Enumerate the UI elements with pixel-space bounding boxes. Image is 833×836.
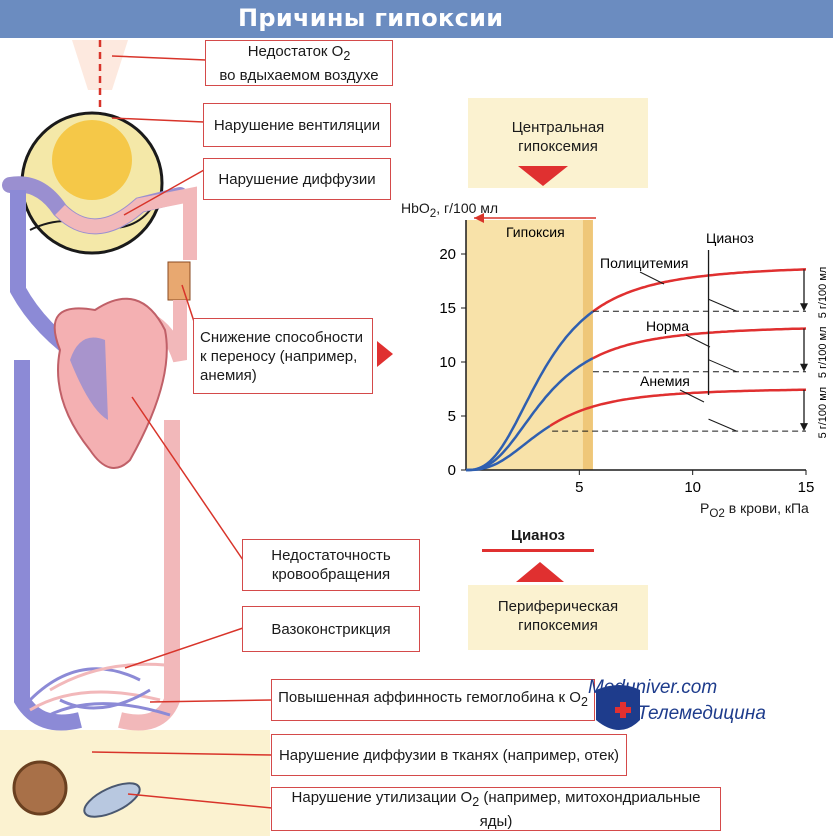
x-tick-label-5: 5 bbox=[575, 479, 583, 496]
peripheral-hypoxemia-bg bbox=[468, 585, 648, 650]
series-label-2: Анемия bbox=[640, 373, 690, 389]
y-tick-label-0: 0 bbox=[448, 462, 456, 479]
vasoconstriction-box: Вазоконстрикция bbox=[242, 606, 420, 652]
hypoxia-zone bbox=[466, 220, 593, 470]
o2-deficit-label: Недостаток O bbox=[247, 42, 344, 60]
curve-blue-2 bbox=[466, 424, 551, 472]
series-pointer-0 bbox=[639, 271, 665, 285]
pulmonary-capillary-arterial bbox=[55, 186, 197, 260]
drop-arrow-icon-2 bbox=[800, 423, 808, 432]
logo-line1: Meduniver.com bbox=[588, 677, 718, 698]
cyanosis-marker-2 bbox=[708, 418, 737, 432]
o2-deficit-box: Недостаток O2 во вдыхаемом воздухе bbox=[205, 40, 393, 86]
alveolar-air bbox=[52, 120, 132, 200]
curve-blue-0 bbox=[466, 310, 594, 472]
utilization-label: Нарушение утилизации O bbox=[291, 788, 473, 806]
circulation-box: Недостаточность кровообращения bbox=[242, 539, 420, 591]
x-tick-label-10: 10 bbox=[684, 479, 701, 496]
tissue-diffusion-box: Нарушение диффузии в тканях (например, о… bbox=[271, 734, 627, 776]
mitochondrion bbox=[83, 782, 141, 818]
tissue-cell bbox=[12, 760, 68, 816]
utilization-box: Нарушение утилизации O2 (например, митох… bbox=[271, 787, 721, 831]
central-hypoxemia-label: Центральная гипоксемия bbox=[511, 119, 605, 155]
drop-arrow-icon-1 bbox=[800, 363, 808, 372]
vasoconstriction-label: Вазоконстрикция bbox=[271, 620, 391, 638]
circulation-label: Недостаточность кровообращения bbox=[271, 547, 391, 583]
drop-arrow-label-0: 5 г/100 мл bbox=[817, 267, 829, 319]
series-pointer-2 bbox=[679, 389, 705, 403]
diffusion-box: Нарушение диффузии bbox=[203, 158, 391, 200]
transport-label: Снижение способности к переносу (наприме… bbox=[200, 328, 363, 384]
curve-blue-1 bbox=[466, 357, 594, 472]
drop-arrow-label-1: 5 г/100 мл bbox=[817, 326, 829, 378]
cyanosis-label: Цианоз bbox=[706, 230, 754, 246]
heart-right-side bbox=[70, 337, 108, 420]
affinity-label: Повышенная аффинность гемоглобина к O bbox=[278, 689, 581, 706]
cyanosis-box: Цианоз bbox=[482, 526, 594, 552]
curve-red-1 bbox=[592, 327, 807, 360]
x-tick-label-15: 15 bbox=[798, 479, 815, 496]
central-hypoxemia-arrow-icon bbox=[518, 166, 568, 186]
cyanosis-marker-0 bbox=[708, 298, 737, 312]
curve-red-2 bbox=[549, 388, 807, 428]
chart-ylabel: HbO2, г/100 мл bbox=[401, 200, 499, 220]
peripheral-hypoxemia-arrow-icon bbox=[516, 562, 564, 582]
y-tick-label-10: 10 bbox=[439, 354, 456, 371]
capillary-bed bbox=[28, 662, 171, 722]
ventilation-box: Нарушение вентиляции bbox=[203, 103, 391, 147]
cyanosis-marker-1 bbox=[708, 359, 737, 373]
hypoxia-zone-label: Гипоксия bbox=[506, 224, 565, 240]
chart-xlabel: PO2 в крови, кПа bbox=[700, 500, 809, 520]
affinity-subscript: 2 bbox=[580, 695, 588, 709]
hypoxia-zone-edge bbox=[582, 220, 593, 470]
series-label-0: Полицитемия bbox=[600, 255, 688, 271]
y-tick-label-15: 15 bbox=[439, 300, 456, 317]
y-tick-label-20: 20 bbox=[439, 246, 456, 263]
y-tick-label-5: 5 bbox=[448, 408, 456, 425]
series-pointer-1 bbox=[685, 334, 711, 348]
affinity-box: Повышенная аффинность гемоглобина к O2 bbox=[271, 679, 595, 721]
o2-deficit-label-line2: во вдыхаемом воздухе bbox=[219, 66, 379, 84]
series-label-1: Норма bbox=[646, 318, 689, 334]
transport-arrow-icon bbox=[377, 341, 393, 367]
drop-arrow-label-2: 5 г/100 мл bbox=[817, 387, 829, 439]
transport-box: Снижение способности к переносу (наприме… bbox=[193, 318, 373, 394]
o2-deficit-subscript: 2 bbox=[343, 48, 351, 63]
hypoxia-arrow-icon bbox=[474, 213, 484, 223]
curve-red-0 bbox=[592, 268, 806, 313]
ventilation-label: Нарушение вентиляции bbox=[213, 116, 381, 134]
page-title: Причины гипоксии bbox=[238, 4, 504, 32]
logo-line2: Телемедицина bbox=[637, 703, 766, 724]
utilization-label-tail: (например, митохондриальные яды) bbox=[479, 788, 701, 830]
drop-arrow-icon-0 bbox=[800, 303, 808, 312]
utilization-subscript: 2 bbox=[472, 794, 480, 809]
diffusion-label: Нарушение диффузии bbox=[218, 170, 376, 188]
peripheral-hypoxemia-label: Периферическая гипоксемия bbox=[497, 598, 619, 634]
connector-lines bbox=[91, 55, 273, 809]
tissue-diffusion-label: Нарушение диффузии в тканях (например, о… bbox=[278, 746, 620, 764]
title-bar bbox=[0, 0, 833, 38]
systemic-artery bbox=[118, 420, 180, 731]
